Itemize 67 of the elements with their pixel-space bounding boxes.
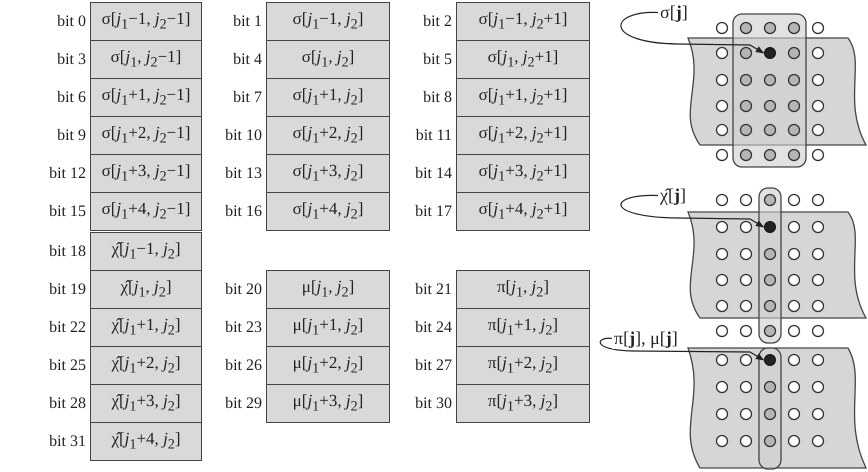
bit-index: bit 31 bbox=[48, 432, 86, 452]
bit-index: bit 9 bbox=[56, 126, 86, 146]
bit-index: bit 29 bbox=[224, 394, 262, 414]
bit-field-cell: χ̂[j$_{1}$+3, j$_{2}$] bbox=[90, 384, 202, 423]
bit-index: bit 27 bbox=[414, 356, 452, 376]
bit-field-cell: σ[j$_{1}$+2, j$_{2}$] bbox=[266, 116, 390, 155]
bit-field-cell: π[j$_{1}$+1, j$_{2}$] bbox=[456, 308, 590, 347]
bit-field-cell: σ[j$_{1}$+4, j$_{2}$+1] bbox=[456, 192, 590, 231]
bit-index: bit 4 bbox=[232, 50, 262, 70]
bit-field-cell: π[j$_{1}$+2, j$_{2}$] bbox=[456, 346, 590, 385]
bit-index: bit 3 bbox=[56, 50, 86, 70]
bit-field-cell: σ[j$_{1}$+2, j$_{2}$−1] bbox=[90, 116, 202, 155]
bit-index: bit 8 bbox=[422, 88, 452, 108]
bit-field-cell: π[j$_{1}$, j$_{2}$] bbox=[456, 270, 590, 309]
bit-field-cell: μ[j$_{1}$+2, j$_{2}$] bbox=[266, 346, 390, 385]
bit-index: bit 1 bbox=[232, 12, 262, 32]
bit-index: bit 20 bbox=[224, 280, 262, 300]
bit-index: bit 0 bbox=[56, 12, 86, 32]
bit-index: bit 11 bbox=[414, 126, 452, 146]
bit-field-cell: σ[j$_{1}$+3, j$_{2}$−1] bbox=[90, 154, 202, 193]
bit-field-cell: χ̂[j$_{1}$−1, j$_{2}$] bbox=[90, 232, 202, 271]
bit-index: bit 21 bbox=[414, 280, 452, 300]
bit-field-cell: σ[j$_{1}$+3, j$_{2}$+1] bbox=[456, 154, 590, 193]
bit-field-cell: μ[j$_{1}$+3, j$_{2}$] bbox=[266, 384, 390, 423]
bit-field-cell: σ[j$_{1}$+4, j$_{2}$−1] bbox=[90, 192, 202, 231]
bit-index: bit 12 bbox=[48, 164, 86, 184]
leader-arrow bbox=[600, 338, 764, 361]
bit-index: bit 28 bbox=[48, 394, 86, 414]
bit-index: bit 7 bbox=[232, 88, 262, 108]
bit-index: bit 15 bbox=[48, 202, 86, 222]
bit-field-cell: χ̂[j$_{1}$+4, j$_{2}$] bbox=[90, 422, 202, 461]
bit-index: bit 14 bbox=[414, 164, 452, 184]
bit-field-cell: χ̂[j$_{1}$+2, j$_{2}$] bbox=[90, 346, 202, 385]
bit-index: bit 13 bbox=[224, 164, 262, 184]
bit-index: bit 25 bbox=[48, 356, 86, 376]
bit-field-cell: σ[j$_{1}$+1, j$_{2}$+1] bbox=[456, 78, 590, 117]
bit-index: bit 16 bbox=[224, 202, 262, 222]
bit-index: bit 19 bbox=[48, 280, 86, 300]
bit-index: bit 24 bbox=[414, 318, 452, 338]
bit-index: bit 17 bbox=[414, 202, 452, 222]
bit-field-cell: μ[j$_{1}$, j$_{2}$] bbox=[266, 270, 390, 309]
bit-field-cell: χ̂[j$_{1}$+1, j$_{2}$] bbox=[90, 308, 202, 347]
bit-index: bit 26 bbox=[224, 356, 262, 376]
bit-field-cell: σ[j$_{1}$, j$_{2}$−1] bbox=[90, 40, 202, 79]
bit-field-cell: σ[j$_{1}$, j$_{2}$+1] bbox=[456, 40, 590, 79]
bit-field-cell: π[j$_{1}$+3, j$_{2}$] bbox=[456, 384, 590, 423]
bit-field-cell: σ[j$_{1}$−1, j$_{2}$+1] bbox=[456, 2, 590, 41]
bit-index: bit 10 bbox=[224, 126, 262, 146]
bit-field-cell: σ[j$_{1}$+1, j$_{2}$] bbox=[266, 78, 390, 117]
bit-index: bit 23 bbox=[224, 318, 262, 338]
bit-index: bit 6 bbox=[56, 88, 86, 108]
bit-field-cell: σ[j$_{1}$+1, j$_{2}$−1] bbox=[90, 78, 202, 117]
bit-field-cell: σ[j$_{1}$, j$_{2}$] bbox=[266, 40, 390, 79]
bit-field-cell: σ[j$_{1}$−1, j$_{2}$−1] bbox=[90, 2, 202, 41]
bit-field-cell: χ̂[j$_{1}$, j$_{2}$] bbox=[90, 270, 202, 309]
bit-index: bit 2 bbox=[422, 12, 452, 32]
bit-index: bit 18 bbox=[48, 242, 86, 262]
leader-arrow bbox=[620, 12, 764, 54]
bit-field-cell: σ[j$_{1}$+4, j$_{2}$] bbox=[266, 192, 390, 231]
bit-field-cell: σ[j$_{1}$+2, j$_{2}$+1] bbox=[456, 116, 590, 155]
bit-index: bit 5 bbox=[422, 50, 452, 70]
bit-field-cell: μ[j$_{1}$+1, j$_{2}$] bbox=[266, 308, 390, 347]
bit-field-cell: σ[j$_{1}$−1, j$_{2}$] bbox=[266, 2, 390, 41]
bit-field-cell: σ[j$_{1}$+3, j$_{2}$] bbox=[266, 154, 390, 193]
bit-index: bit 30 bbox=[414, 394, 452, 414]
leader-arrow bbox=[620, 194, 764, 228]
bit-index: bit 22 bbox=[48, 318, 86, 338]
